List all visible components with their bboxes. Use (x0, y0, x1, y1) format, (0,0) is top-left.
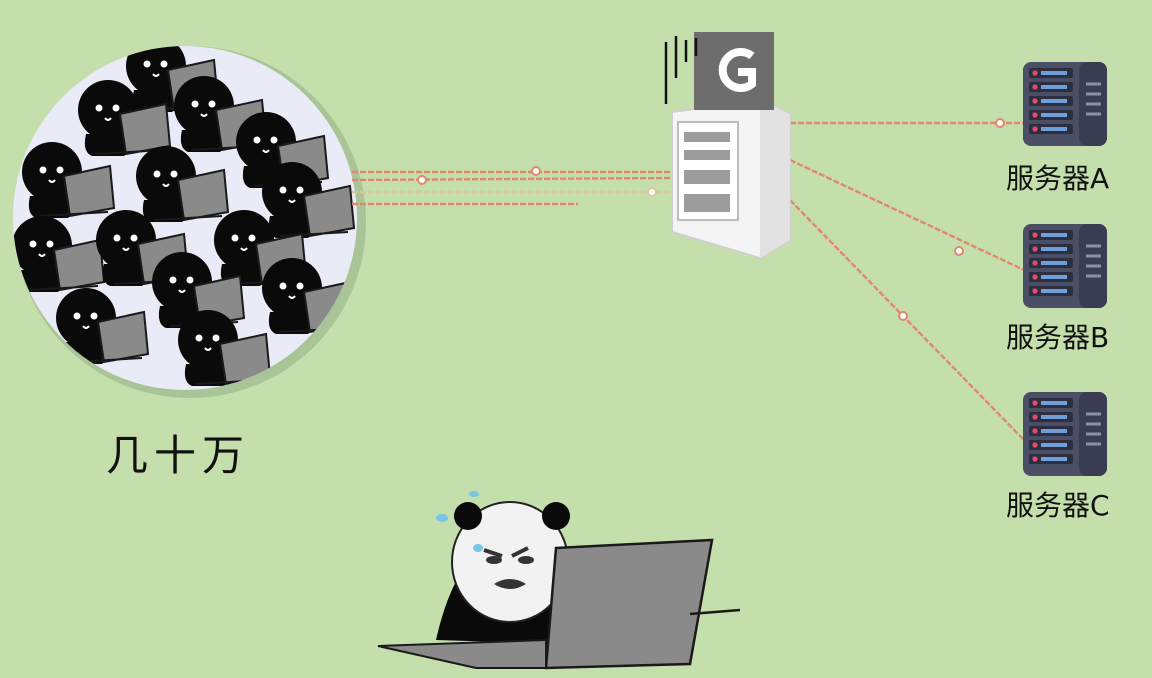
proxy-server (664, 32, 791, 260)
worried-panda-icon (436, 491, 570, 644)
crowd-circle (13, 46, 366, 398)
laptop-icon (377, 538, 741, 670)
link-nodes (898, 118, 1005, 321)
server-b-label: 服务器B (1006, 321, 1110, 354)
crowd-links (351, 166, 671, 206)
server-a-label: 服务器A (1006, 162, 1110, 195)
server-b-icon (1021, 222, 1109, 310)
server-c-icon (1021, 390, 1109, 478)
server-links (789, 121, 1025, 441)
server-a-icon (1021, 60, 1109, 148)
server-c-label: 服务器C (1006, 489, 1110, 522)
gateway-g-logo-icon (694, 32, 774, 110)
crowd-caption: 几十万 (106, 431, 251, 480)
